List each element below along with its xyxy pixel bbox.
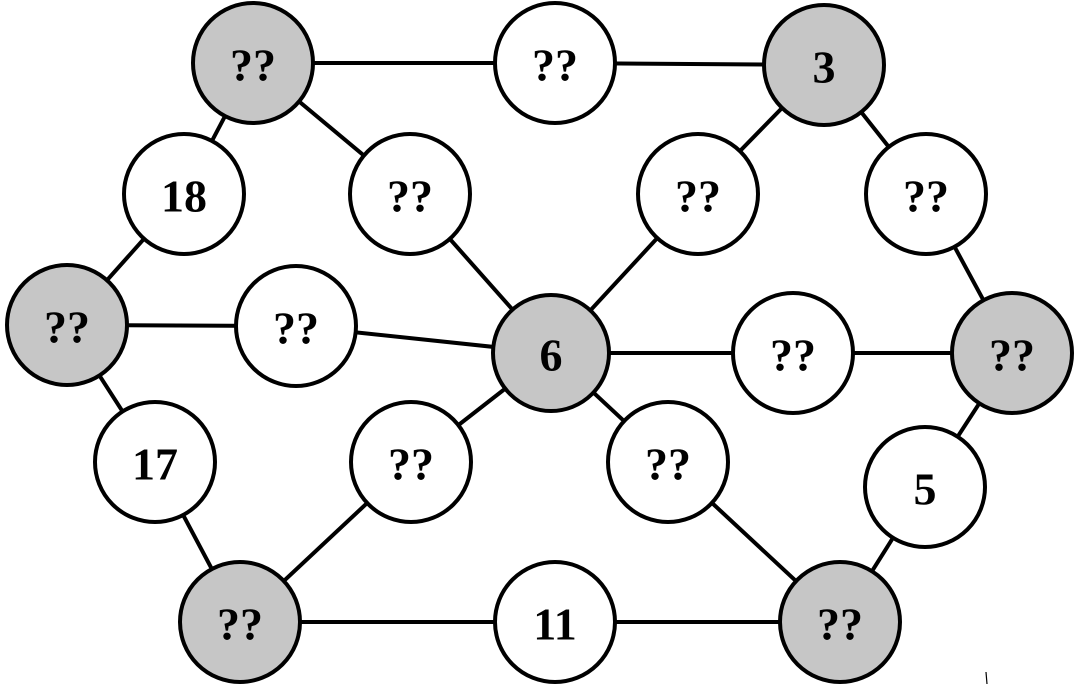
node-label-top-middle: ?? [532, 40, 578, 91]
node-circle-bottom-left [178, 560, 302, 684]
node-label-upper-left-edge: 18 [161, 171, 207, 222]
node-label-lower-left-spoke: ?? [388, 439, 434, 490]
node-circle-bottom-middle [493, 560, 617, 684]
node-label-upper-right-edge: ?? [903, 171, 949, 222]
node-label-mid-right-spoke: ?? [770, 330, 816, 381]
node-mid-left: ?? [5, 263, 129, 387]
node-label-lower-right-edge: 5 [914, 464, 937, 515]
node-top-middle: ?? [493, 1, 617, 125]
node-label-mid-right: ?? [989, 330, 1035, 381]
node-top-left: ?? [191, 1, 315, 125]
node-bottom-right: ?? [778, 560, 902, 684]
node-label-mid-left: ?? [44, 302, 90, 353]
node-label-upper-left-spoke: ?? [387, 171, 433, 222]
node-top-right: 3 [762, 3, 886, 127]
node-circle-upper-right-spoke [636, 132, 760, 256]
node-label-lower-left-edge: 17 [132, 439, 178, 490]
node-center: 6 [491, 293, 611, 413]
node-lower-left-spoke: ?? [349, 400, 473, 524]
node-bottom-left: ?? [178, 560, 302, 684]
node-lower-right-spoke: ?? [606, 400, 730, 524]
node-circle-top-middle [493, 1, 617, 125]
node-circle-center [491, 293, 611, 413]
node-lower-right-edge: 5 [863, 425, 987, 549]
node-circle-mid-left-spoke [234, 264, 358, 388]
node-upper-right-spoke: ?? [636, 132, 760, 256]
node-circle-mid-right [950, 291, 1074, 415]
node-lower-left-edge: 17 [93, 400, 217, 524]
node-circle-top-left [191, 1, 315, 125]
node-label-mid-left-spoke: ?? [273, 303, 319, 354]
node-circle-upper-left-edge [122, 132, 246, 256]
node-label-bottom-left: ?? [217, 599, 263, 650]
node-circle-top-right [762, 3, 886, 127]
node-label-lower-right-spoke: ?? [645, 439, 691, 490]
node-circle-upper-right-edge [864, 132, 988, 256]
node-circle-lower-right-spoke [606, 400, 730, 524]
node-label-top-right: 3 [813, 42, 836, 93]
node-label-bottom-middle: 11 [533, 599, 576, 650]
node-upper-left-spoke: ?? [348, 132, 472, 256]
node-upper-left-edge: 18 [122, 132, 246, 256]
node-circle-lower-right-edge [863, 425, 987, 549]
node-circle-bottom-right [778, 560, 902, 684]
node-circle-lower-left-spoke [349, 400, 473, 524]
nodes-layer: ???? 3 18?????????? 6???? 17???? 5?? 11?? [5, 1, 1074, 684]
corner-tick-mark [985, 671, 988, 685]
node-mid-right: ?? [950, 291, 1074, 415]
node-circle-mid-right-spoke [731, 291, 855, 415]
node-circle-lower-left-edge [93, 400, 217, 524]
node-label-center: 6 [540, 330, 563, 381]
node-circle-mid-left [5, 263, 129, 387]
node-upper-right-edge: ?? [864, 132, 988, 256]
node-label-bottom-right: ?? [817, 599, 863, 650]
node-circle-upper-left-spoke [348, 132, 472, 256]
node-mid-right-spoke: ?? [731, 291, 855, 415]
node-label-top-left: ?? [230, 40, 276, 91]
node-bottom-middle: 11 [493, 560, 617, 684]
node-mid-left-spoke: ?? [234, 264, 358, 388]
node-label-upper-right-spoke: ?? [675, 171, 721, 222]
